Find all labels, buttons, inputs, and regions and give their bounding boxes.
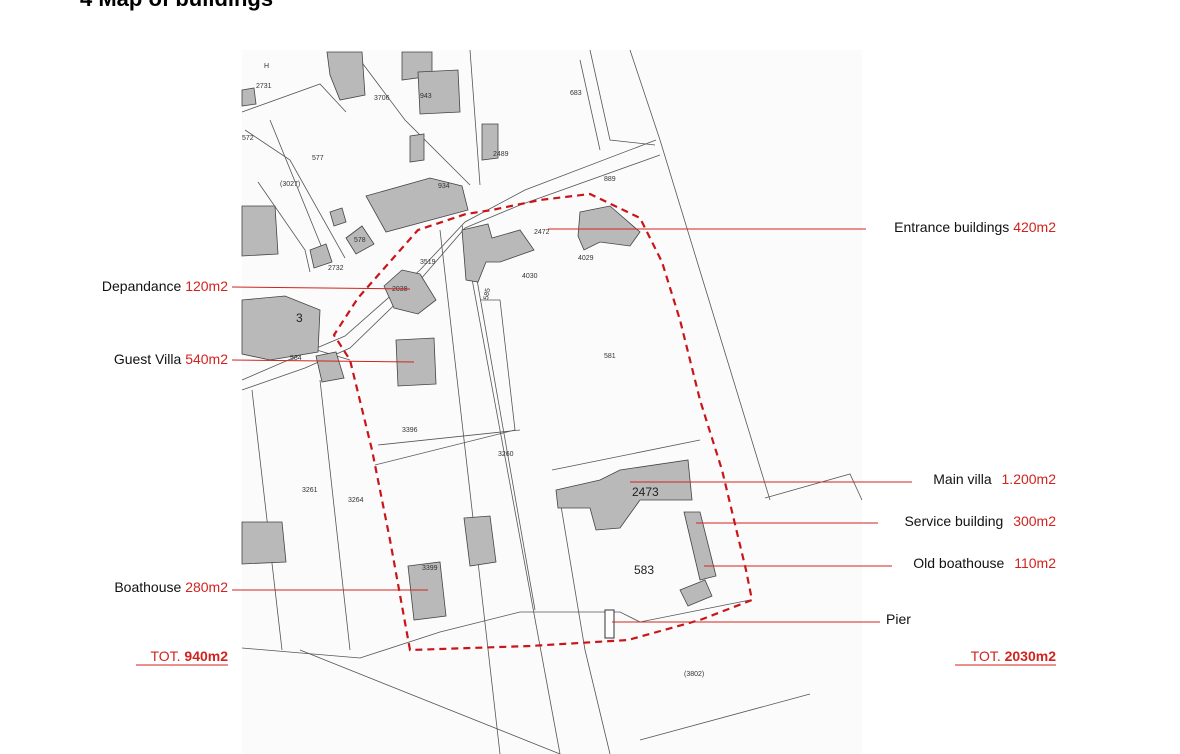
plot-number: 2732 <box>328 265 344 272</box>
plot-number: 2731 <box>256 83 272 90</box>
plot-number: 4030 <box>522 273 538 280</box>
plot-number: 2038 <box>392 286 408 293</box>
plot-numbers: H 2731 3706 943 683 572 577 2489 (3027) … <box>242 63 704 678</box>
plot-number: 943 <box>420 93 432 100</box>
building-shape <box>345 225 375 255</box>
building-shape <box>417 69 461 115</box>
leader-line-guest <box>231 359 415 363</box>
plot-number: 3264 <box>348 497 364 504</box>
total-left: TOT. 940m2 <box>150 648 228 664</box>
plot-number: 2472 <box>534 229 550 236</box>
pier-structure <box>604 609 615 639</box>
total-right: TOT. 2030m2 <box>971 648 1057 664</box>
page-title: 4 Map of buildings <box>80 0 273 12</box>
building-shape <box>309 243 333 269</box>
building-shape <box>241 205 279 257</box>
label-entrance: Entrance buildings 420m2 <box>894 219 1056 235</box>
map-background <box>242 50 862 754</box>
labels-left: Depandance 120m2 Guest Villa 540m2 Boath… <box>102 278 228 595</box>
building-entrance <box>461 223 535 283</box>
plot-number: 683 <box>570 90 582 97</box>
building-main-villa <box>555 459 693 531</box>
building-shape <box>315 351 345 383</box>
plot-number: (3802) <box>684 671 704 678</box>
property-boundary <box>332 192 754 652</box>
label-boathouse: Boathouse 280m2 <box>114 579 228 595</box>
label-main-villa: Main villa 1.200m2 <box>933 471 1056 487</box>
building-service <box>683 511 717 581</box>
building-guest-villa <box>395 337 437 387</box>
plot-number: 3261 <box>302 487 318 494</box>
plot-number: (3027) <box>280 181 300 188</box>
building-dependance <box>383 269 437 315</box>
plot-number: 889 <box>604 176 616 183</box>
building-old-boathouse <box>679 579 713 607</box>
building-entrance <box>577 205 641 251</box>
building-shape <box>326 51 366 101</box>
plot-number: H <box>264 63 269 70</box>
leader-line-dependance <box>231 286 411 290</box>
plot-number: 578 <box>354 237 366 244</box>
plot-number: 2489 <box>493 151 509 158</box>
plot-number: 934 <box>438 183 450 190</box>
plot-number: 3 <box>296 311 303 325</box>
plot-number: 572 <box>242 135 254 142</box>
building-shape <box>481 123 499 161</box>
leader-lines <box>231 228 912 623</box>
plot-number: 3399 <box>422 565 438 572</box>
building-shape <box>329 207 347 227</box>
plot-number: 577 <box>312 155 324 162</box>
label-dependance: Depandance 120m2 <box>102 278 228 294</box>
building-shape <box>241 521 287 565</box>
label-old-boathouse: Old boathouse 110m2 <box>913 555 1056 571</box>
label-guest-villa: Guest Villa 540m2 <box>114 351 228 367</box>
building-shape <box>409 133 425 163</box>
plot-number: 581 <box>604 353 616 360</box>
building-shape <box>241 87 257 107</box>
label-pier: Pier <box>886 611 911 627</box>
plot-number: 3706 <box>374 95 390 102</box>
plot-number: 3519 <box>420 259 436 266</box>
buildings <box>241 51 717 621</box>
plot-number: 4029 <box>578 255 594 262</box>
label-service-building: Service building 300m2 <box>904 513 1056 529</box>
plot-number: 584 <box>290 355 302 362</box>
building-shape <box>241 295 321 361</box>
plot-number: 3260 <box>498 451 514 458</box>
plot-number: 583 <box>634 563 654 577</box>
building-shape <box>365 177 469 233</box>
plot-number: 2473 <box>632 485 659 499</box>
totals: TOT. 940m2 TOT. 2030m2 <box>136 648 1057 666</box>
plot-number: 3396 <box>402 427 418 434</box>
labels-right: Entrance buildings 420m2 Main villa 1.20… <box>886 219 1056 627</box>
building-boathouse <box>407 561 447 621</box>
building-shape <box>463 515 497 567</box>
plot-number: 585 <box>483 288 492 301</box>
